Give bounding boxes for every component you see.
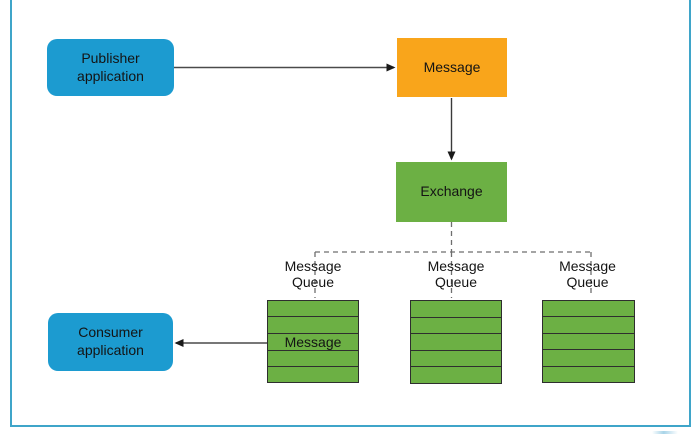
queue-row — [543, 350, 634, 367]
queue-row — [543, 367, 634, 382]
queue-row-message: Message — [268, 334, 358, 351]
publisher-application-node: Publisher application — [47, 39, 174, 96]
queue-row — [543, 317, 634, 334]
queue-label-3: Message Queue — [559, 258, 616, 290]
queue-label-1: Message Queue — [284, 258, 342, 290]
queue-row — [411, 301, 501, 318]
smudge-artifact — [652, 431, 678, 434]
queue-row — [411, 367, 501, 383]
queue-row — [268, 301, 358, 318]
queue-row — [411, 318, 501, 335]
queue-label-2: Message Queue — [427, 258, 485, 290]
queue-row — [268, 317, 358, 334]
frame-border-left — [10, 0, 12, 427]
message-queue-3 — [542, 300, 635, 383]
consumer-application-node: Consumer application — [48, 313, 173, 371]
frame-border-right — [689, 0, 691, 427]
message-node: Message — [397, 38, 507, 97]
queue-row — [543, 334, 634, 351]
message-queue-2 — [410, 300, 502, 384]
queue-row — [543, 301, 634, 318]
queue-row — [411, 334, 501, 351]
message-queue-1: Message — [267, 300, 359, 383]
queue-row — [411, 351, 501, 368]
frame-border-bottom — [10, 425, 691, 427]
queue-row — [268, 351, 358, 367]
exchange-node: Exchange — [396, 162, 507, 222]
queue-row — [268, 367, 358, 382]
